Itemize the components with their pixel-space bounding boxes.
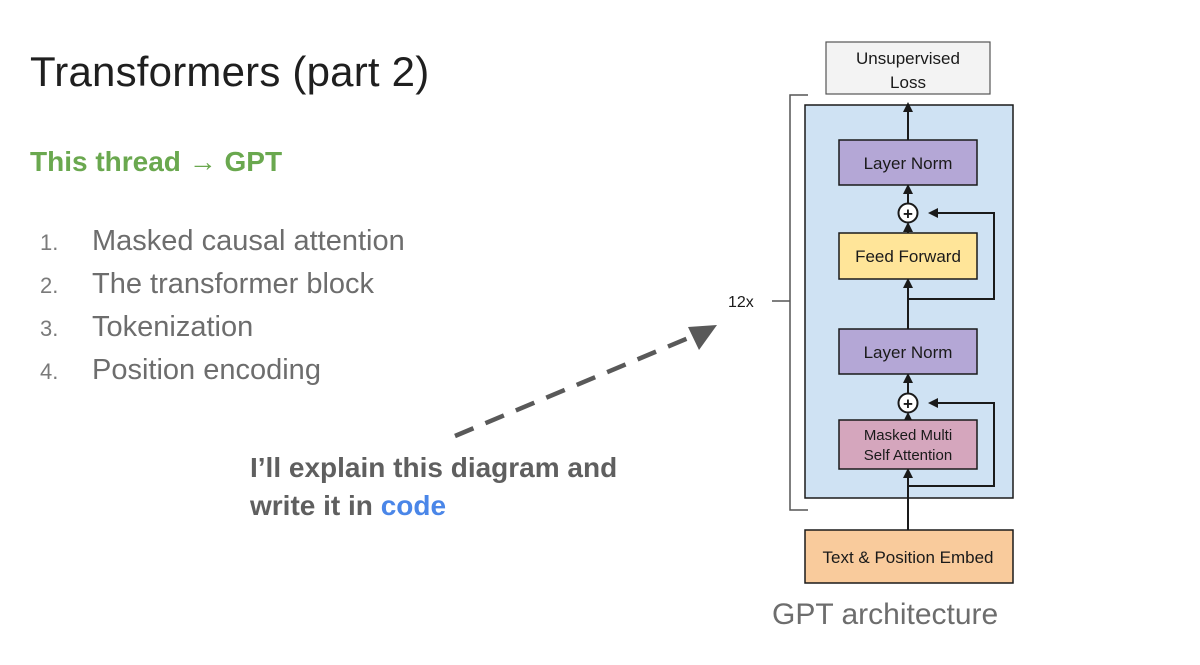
layer-norm-top-label: Layer Norm (864, 154, 953, 173)
residual-connection (908, 208, 995, 300)
callout-line-2: write it in code (250, 487, 617, 525)
residual-connection (908, 398, 995, 487)
pointer-arrowhead-icon (688, 325, 717, 350)
list-item: 3. Tokenization (40, 306, 405, 349)
slide-title: Transformers (part 2) (30, 48, 430, 95)
list-item: 1. Masked causal attention (40, 220, 405, 263)
feed-forward-label: Feed Forward (855, 247, 961, 266)
list-label: Masked causal attention (92, 225, 405, 257)
list-number: 3. (40, 316, 59, 341)
list-number: 2. (40, 273, 59, 298)
callout-line-2-prefix: write it in (250, 490, 381, 521)
repeat-label: 12x (728, 294, 754, 311)
attention-label-line-1: Masked Multi (864, 427, 952, 444)
feed-forward-box (838, 232, 978, 280)
list-label: Tokenization (92, 311, 254, 343)
subtitle-prefix: This thread (30, 146, 181, 177)
repeat-bracket (789, 94, 808, 511)
loss-label-line-2: Loss (890, 73, 926, 92)
list-item: 2. The transformer block (40, 263, 405, 306)
loss-label-line-1: Unsupervised (856, 49, 960, 68)
embed-label: Text & Position Embed (822, 548, 993, 567)
add-symbol: + (903, 205, 913, 224)
layer-norm-bottom-box (838, 328, 978, 375)
subtitle-target: GPT (224, 146, 283, 177)
list-number: 4. (40, 359, 59, 384)
subtitle: This thread → GPT (30, 146, 282, 178)
code-highlight: code (380, 490, 447, 521)
layer-norm-top-box (838, 139, 978, 186)
layer-norm-bottom-label: Layer Norm (864, 343, 953, 362)
add-symbol: + (903, 395, 913, 414)
add-icon (897, 392, 919, 414)
list-item: 4. Position encoding (40, 349, 405, 392)
list-number: 1. (40, 230, 59, 255)
topic-list: 1. Masked causal attention 2. The transfor… (40, 220, 405, 392)
dashed-pointer-arrow (454, 331, 699, 439)
callout-text: I’ll explain this diagram and write it i… (250, 449, 617, 525)
right-arrow-icon: → (188, 146, 217, 177)
list-label: The transformer block (92, 268, 375, 300)
add-icon (897, 202, 919, 224)
attention-label-line-2: Self Attention (864, 447, 952, 464)
list-label: Position encoding (92, 354, 321, 386)
masked-attention-box (838, 419, 978, 470)
callout-line-1: I’ll explain this diagram and (250, 452, 618, 483)
diagram-caption: GPT architecture (772, 598, 999, 631)
loss-box (825, 41, 991, 95)
embed-box (804, 529, 1014, 584)
